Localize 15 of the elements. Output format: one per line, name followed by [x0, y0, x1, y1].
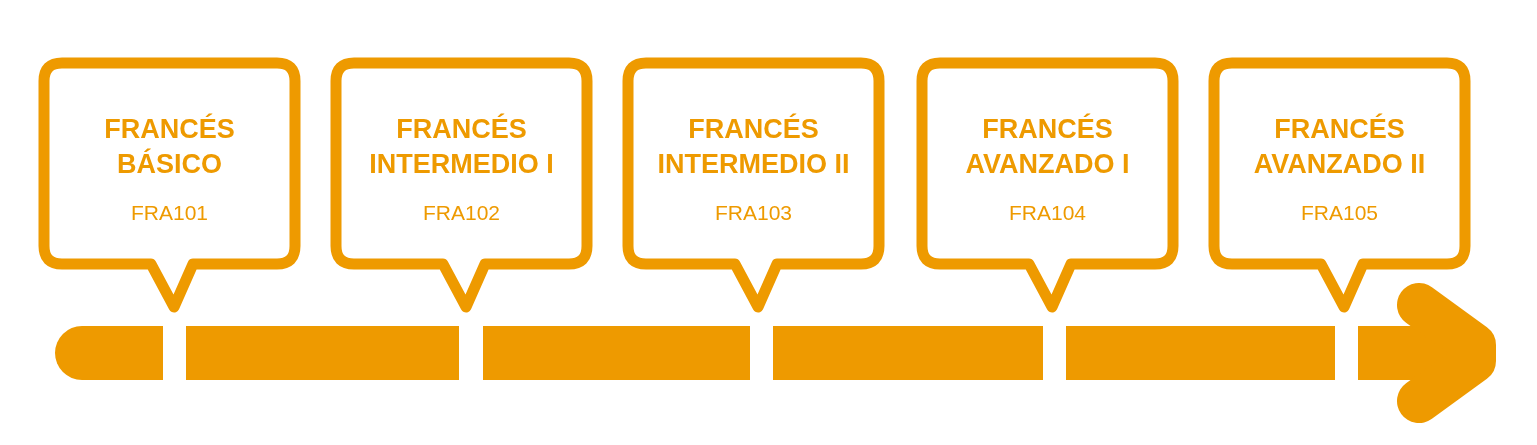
course-title: FRANCÉS AVANZADO I — [964, 112, 1131, 181]
callout-box — [1208, 57, 1471, 315]
callout-box — [330, 57, 593, 315]
callout-box — [38, 57, 301, 315]
course-title: FRANCÉS INTERMEDIO I — [368, 112, 555, 181]
course-code: FRA102 — [421, 200, 501, 226]
callout-box — [916, 57, 1179, 315]
course-title: FRANCÉS AVANZADO II — [1252, 112, 1427, 181]
course-code: FRA105 — [1299, 200, 1379, 226]
course-code: FRA103 — [713, 200, 793, 226]
callout-box — [622, 57, 885, 315]
course-title: FRANCÉS INTERMEDIO II — [656, 112, 851, 181]
course-code: FRA104 — [1007, 200, 1087, 226]
course-title: FRANCÉS BÁSICO — [103, 112, 236, 181]
course-code: FRA101 — [129, 200, 209, 226]
